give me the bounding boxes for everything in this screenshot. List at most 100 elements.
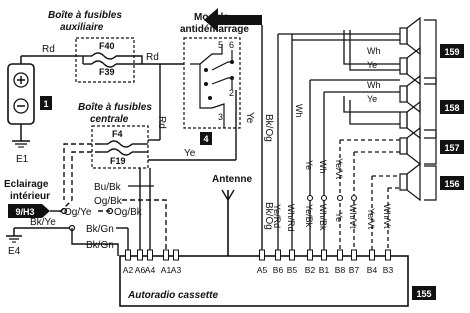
radio-pin-label: A3: [171, 265, 182, 275]
speaker-159-icon: [399, 16, 421, 86]
module-pin-6: 6: [229, 40, 234, 50]
interior-light-tag: 9/H3: [8, 204, 50, 218]
wire-label-antenna-lead: Bk/Og: [263, 202, 274, 230]
radio-pin-connector: [321, 249, 327, 261]
aux-fuse-box: [75, 37, 135, 83]
antenna-icon: [221, 189, 235, 256]
radio-tag: 155: [412, 286, 436, 300]
radio-pin-label: A2: [123, 265, 134, 275]
speaker-tag-159-label: 159: [444, 47, 459, 57]
wire-label-wh-vt-1: Wh/Vt: [348, 204, 358, 229]
speaker-tag-158: 158: [440, 100, 464, 114]
wire-label-og-bk: Og/Bk: [94, 196, 123, 207]
module-tag: 4: [200, 132, 212, 145]
speaker-157-icon: [399, 126, 421, 166]
radio-pin-connector: [147, 249, 153, 261]
radio-pin-label: B2: [305, 265, 316, 275]
aux-fuse-box-title-1: Boîte à fusibles: [48, 10, 122, 21]
fuse-f39-icon: [91, 60, 117, 68]
fuse-f40-label: F40: [99, 41, 115, 51]
speaker-tag-156: 156: [440, 176, 464, 190]
ground-e1-label: E1: [16, 154, 29, 165]
wire-label-ye-rd: Ye/Rd: [272, 204, 282, 228]
wire-label-wh-bk: Wh/Bk: [318, 204, 328, 231]
radio-pin-label: A5: [257, 265, 268, 275]
fuse-f40-icon: [91, 52, 117, 60]
wire-label-og-bk-2: Og/Bk: [114, 207, 143, 218]
wire-label-rd-down: Rd: [156, 116, 167, 129]
ground-e4-icon: [6, 228, 22, 243]
ground-e4-label: E4: [8, 246, 21, 257]
wire-label-ye-f19: Ye: [184, 148, 196, 159]
wire-label-bk-og-module: Bk/Og: [263, 114, 274, 142]
radio-pin-label: B4: [367, 265, 378, 275]
radio-pin-connector: [351, 249, 357, 261]
battery-tag: 1: [40, 96, 52, 110]
fuse-f19-icon: [107, 148, 133, 156]
radio-pin-connector: [163, 249, 169, 261]
radio-pin-connector: [275, 249, 281, 261]
wire-label-bk-gn-1: Bk/Gn: [86, 224, 114, 235]
fuse-f4-icon: [107, 140, 133, 148]
wire-label-ye-vt-2: Ye/Vt: [334, 158, 344, 180]
module-tag-label: 4: [203, 134, 208, 144]
radio-tag-label: 155: [416, 289, 431, 299]
radio-pin-label: A6: [135, 265, 146, 275]
radio-pin-label: B5: [287, 265, 298, 275]
radio-pin-connector: [173, 249, 179, 261]
wire-label-wh-158: Wh: [367, 80, 381, 90]
wire-label-rd-f39: Rd: [146, 52, 159, 63]
central-fuse-box: [91, 125, 149, 169]
radio-pin-label: B6: [273, 265, 284, 275]
radio-pin-label: A1: [161, 265, 172, 275]
wire-label-ye-top: Ye: [367, 60, 377, 70]
speaker-156-icon: [399, 162, 421, 202]
aux-fuse-box-title-2: auxiliaire: [60, 22, 104, 33]
fuse-f39-label: F39: [99, 67, 115, 77]
radio-pin-connector: [385, 249, 391, 261]
wire-label-og-ye: Og/Ye: [64, 207, 92, 218]
central-fuse-box-title-1: Boîte à fusibles: [78, 102, 152, 113]
fuse-f4-label: F4: [112, 129, 123, 139]
speaker-tag-158-label: 158: [444, 103, 459, 113]
speaker-tag-156-label: 156: [444, 179, 459, 189]
wire-label-rd-battery: Rd: [42, 44, 55, 55]
radio-pin-label: B7: [349, 265, 360, 275]
speaker-tag-157-label: 157: [444, 143, 459, 153]
radio-pin-connector: [307, 249, 313, 261]
wire-label-wh-vt-2: Wh/Vt: [382, 204, 392, 229]
interior-tag-label: 9/H3: [15, 207, 34, 217]
speaker-158-icon: [399, 74, 421, 140]
wire-label-ye-158: Ye: [367, 94, 377, 104]
wire-label-wh-mid: Wh: [318, 160, 328, 174]
ground-e1-icon: [12, 140, 30, 148]
speaker-tag-159: 159: [440, 44, 464, 58]
wire-label-ye-b8: Ye: [334, 212, 344, 222]
wire-label-wh-rd: Wh/Rd: [286, 204, 296, 232]
speaker-tag-157: 157: [440, 140, 464, 154]
wire-label-ye-mid: Ye: [304, 160, 314, 170]
radio-pin-connector: [259, 249, 265, 261]
radio-pin-label: B3: [383, 265, 394, 275]
wire-label-bk-ye: Bk/Ye: [30, 217, 56, 228]
arrow-left-icon: [204, 8, 262, 32]
wire-label-wh-vert: Wh: [294, 104, 304, 118]
radio-title: Autoradio cassette: [127, 290, 218, 301]
interior-light-title-1: Eclairage: [4, 179, 49, 190]
radio-pin-label: A4: [145, 265, 156, 275]
module-pin-2: 2: [229, 88, 234, 98]
radio-pin-connector: [337, 249, 343, 261]
interior-light-title-2: intérieur: [10, 191, 50, 202]
radio-pin-connector: [125, 249, 131, 261]
battery-tag-label: 1: [43, 99, 48, 109]
start-module-box: [183, 37, 241, 129]
fuse-f19-label: F19: [110, 156, 126, 166]
wire-label-bk-gn-2: Bk/Gn: [86, 240, 114, 251]
start-module-title-2: antidémarrage: [180, 24, 249, 35]
module-pin-3: 3: [218, 112, 223, 122]
wire-label-ye-module: Ye: [244, 112, 255, 124]
radio-pin-label: B8: [335, 265, 346, 275]
